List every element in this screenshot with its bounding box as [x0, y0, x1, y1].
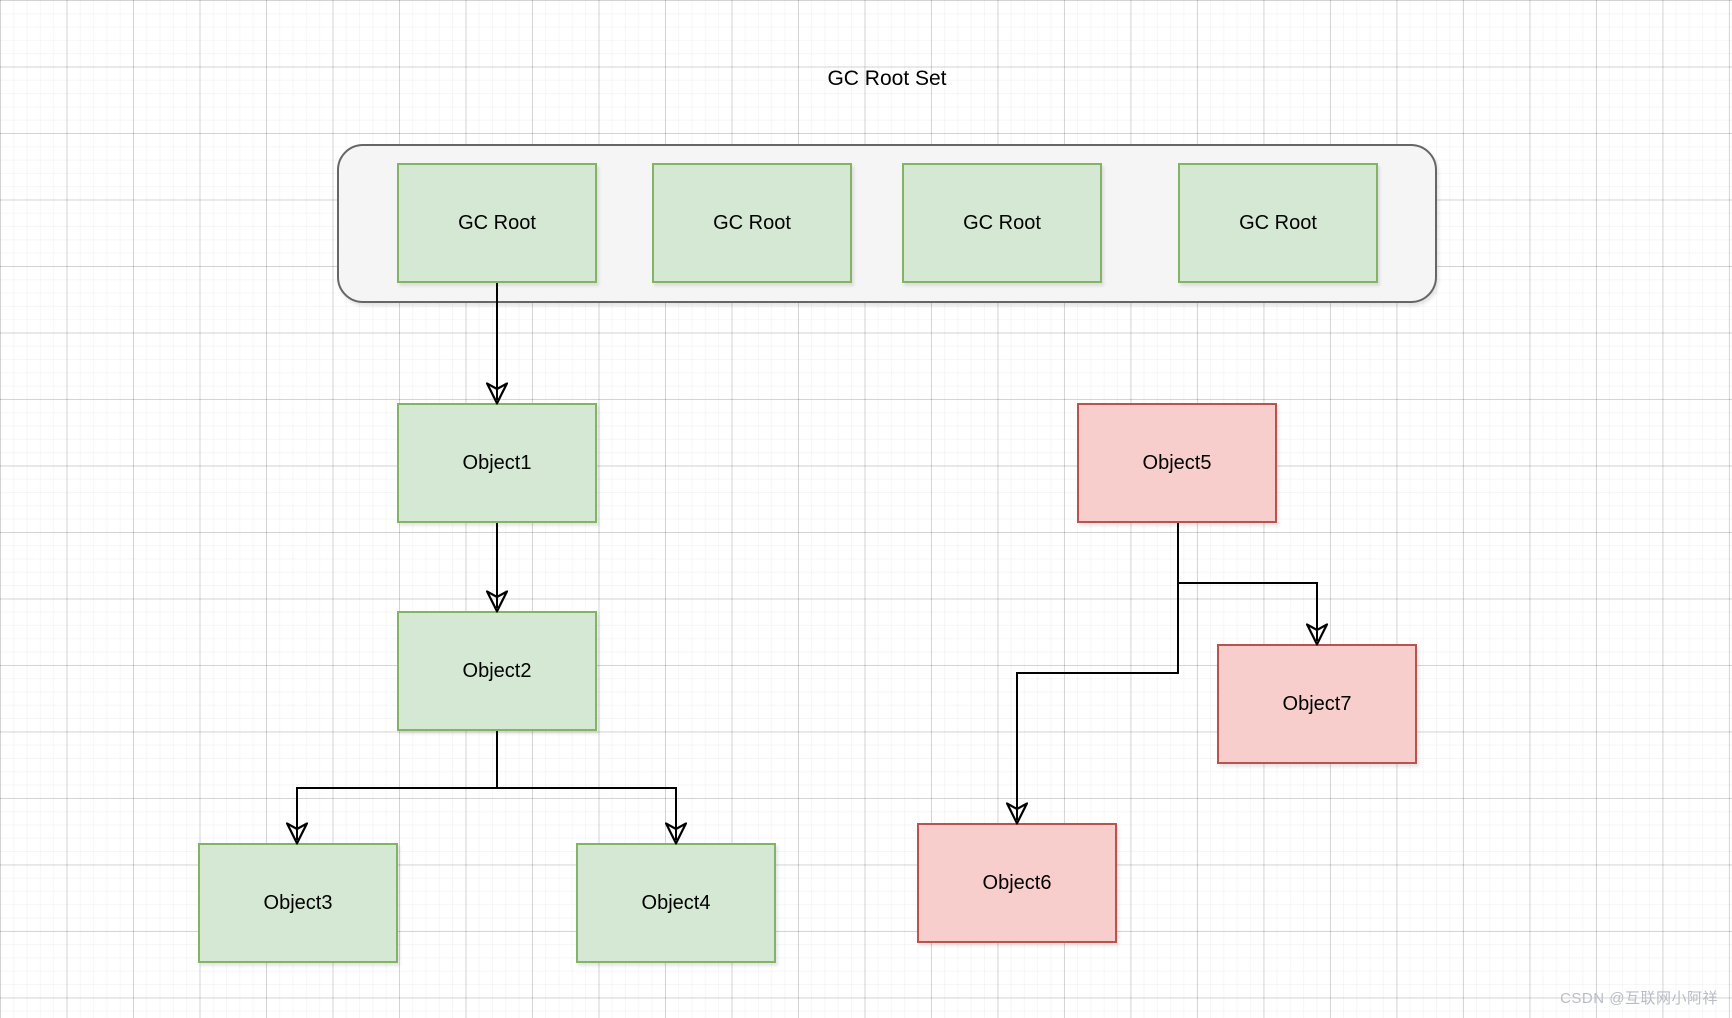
node-label: Object6	[982, 871, 1052, 894]
node-object7: Object7	[1217, 644, 1417, 764]
node-object6: Object6	[917, 823, 1117, 943]
edge-object2-object3	[297, 787, 497, 840]
node-object3: Object3	[198, 843, 398, 963]
gc-root-box-4: GC Root	[1178, 163, 1378, 283]
gc-root-label: GC Root	[458, 211, 536, 234]
gc-root-label: GC Root	[713, 211, 791, 234]
node-label: Object7	[1282, 692, 1352, 715]
node-label: Object5	[1142, 451, 1212, 474]
gc-root-box-3: GC Root	[902, 163, 1102, 283]
node-label: Object3	[263, 891, 333, 914]
node-label: Object1	[462, 451, 532, 474]
csdn-watermark: CSDN @互联网小阿祥	[1560, 990, 1718, 1007]
node-object2: Object2	[397, 611, 597, 731]
gc-root-box-2: GC Root	[652, 163, 852, 283]
node-label: Object2	[462, 659, 532, 682]
node-object4: Object4	[576, 843, 776, 963]
node-label: Object4	[641, 891, 711, 914]
gc-root-box-1: GC Root	[397, 163, 597, 283]
edge-object5-object6	[1017, 523, 1179, 820]
node-object5: Object5	[1077, 403, 1277, 523]
gc-root-label: GC Root	[963, 211, 1041, 234]
edge-object2-object4	[497, 787, 676, 840]
diagram-title: GC Root Set	[827, 67, 947, 90]
node-object1: Object1	[397, 403, 597, 523]
edge-object5-object7	[1177, 523, 1317, 641]
gc-root-label: GC Root	[1239, 211, 1317, 234]
